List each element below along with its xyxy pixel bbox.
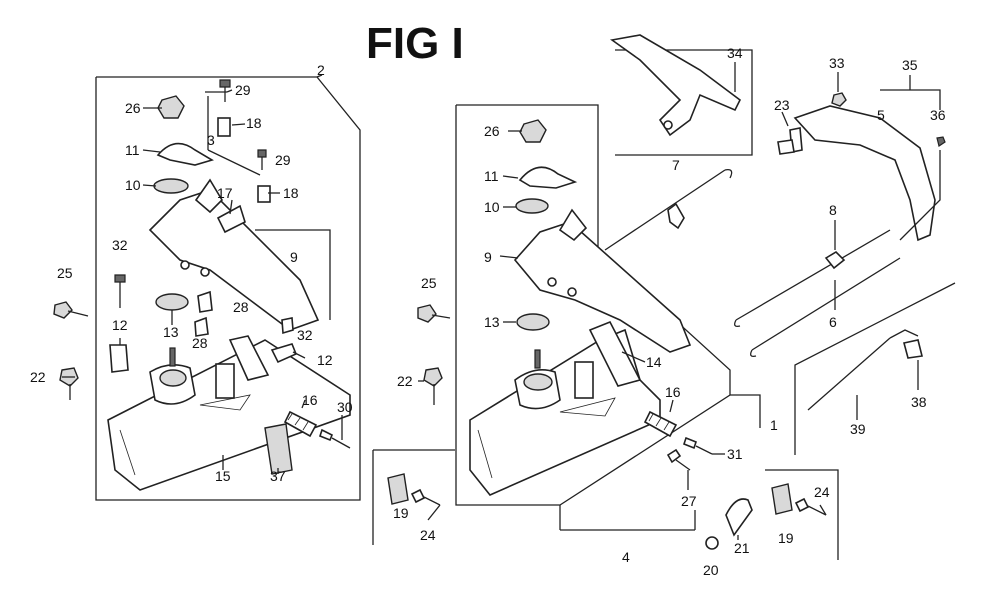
callout-12a: 12 [112,317,128,333]
left-small-parts [53,79,351,475]
callout-12b: 12 [317,352,333,368]
springs-and-rods [604,169,956,455]
center-control-assembly-frame [455,104,761,531]
callout-28a: 28 [233,299,249,315]
leader-lines [62,62,919,540]
callout-35: 35 [902,57,918,73]
callout-22b: 22 [397,373,413,389]
callout-1: 1 [770,417,778,433]
callout-34: 34 [727,45,743,61]
callout-22a: 22 [30,369,46,385]
center-small-parts [417,119,713,471]
center-base-plate [469,320,661,496]
callout-25a: 25 [57,265,73,281]
callout-2: 2 [317,62,325,78]
callout-24b: 24 [814,484,830,500]
callout-6: 6 [829,314,837,330]
callout-26b: 26 [484,123,500,139]
callout-38: 38 [911,394,927,410]
callout-29b: 29 [275,152,291,168]
callout-39: 39 [850,421,866,437]
callout-23: 23 [774,97,790,113]
upper-right-brackets [609,34,946,242]
callout-21: 21 [734,540,750,556]
callout-37: 37 [270,468,286,484]
callout-32b: 32 [297,327,313,343]
part-callouts: 2 29 26 18 11 3 29 10 17 18 32 9 25 28 1… [30,45,946,578]
callout-18a: 18 [246,115,262,131]
callout-27: 27 [681,493,697,509]
left-throttle-bracket [148,178,320,331]
callout-7: 7 [672,157,680,173]
callout-16a: 16 [302,392,318,408]
lower-bolt-groups [372,449,839,560]
figure-title: FIG I [366,19,464,68]
callout-14: 14 [646,354,662,370]
callout-13a: 13 [163,324,179,340]
center-throttle-bracket [513,208,692,353]
callout-20: 20 [703,562,719,578]
callout-8: 8 [829,202,837,218]
callout-16b: 16 [665,384,681,400]
callout-36: 36 [930,107,946,123]
callout-28b: 28 [192,335,208,351]
callout-11a: 11 [125,142,140,158]
callout-18b: 18 [283,185,299,201]
callout-26a: 26 [125,100,141,116]
callout-10a: 10 [125,177,141,193]
callout-30: 30 [337,399,353,415]
callout-25b: 25 [421,275,437,291]
callout-15: 15 [215,468,231,484]
callout-17: 17 [217,185,233,201]
callout-29a: 29 [235,82,251,98]
callout-3: 3 [207,132,215,148]
callout-5: 5 [877,107,885,123]
callout-19b: 19 [778,530,794,546]
callout-4: 4 [622,549,630,565]
callout-33: 33 [829,55,845,71]
callout-11b: 11 [484,168,499,184]
callout-9a: 9 [290,249,298,265]
callout-9b: 9 [484,249,492,265]
callout-13b: 13 [484,314,500,330]
callout-10b: 10 [484,199,500,215]
callout-31: 31 [727,446,743,462]
callout-24a: 24 [420,527,436,543]
left-control-assembly-frame [95,74,361,501]
callout-19a: 19 [393,505,409,521]
left-base-plate [107,335,351,491]
callout-32a: 32 [112,237,128,253]
